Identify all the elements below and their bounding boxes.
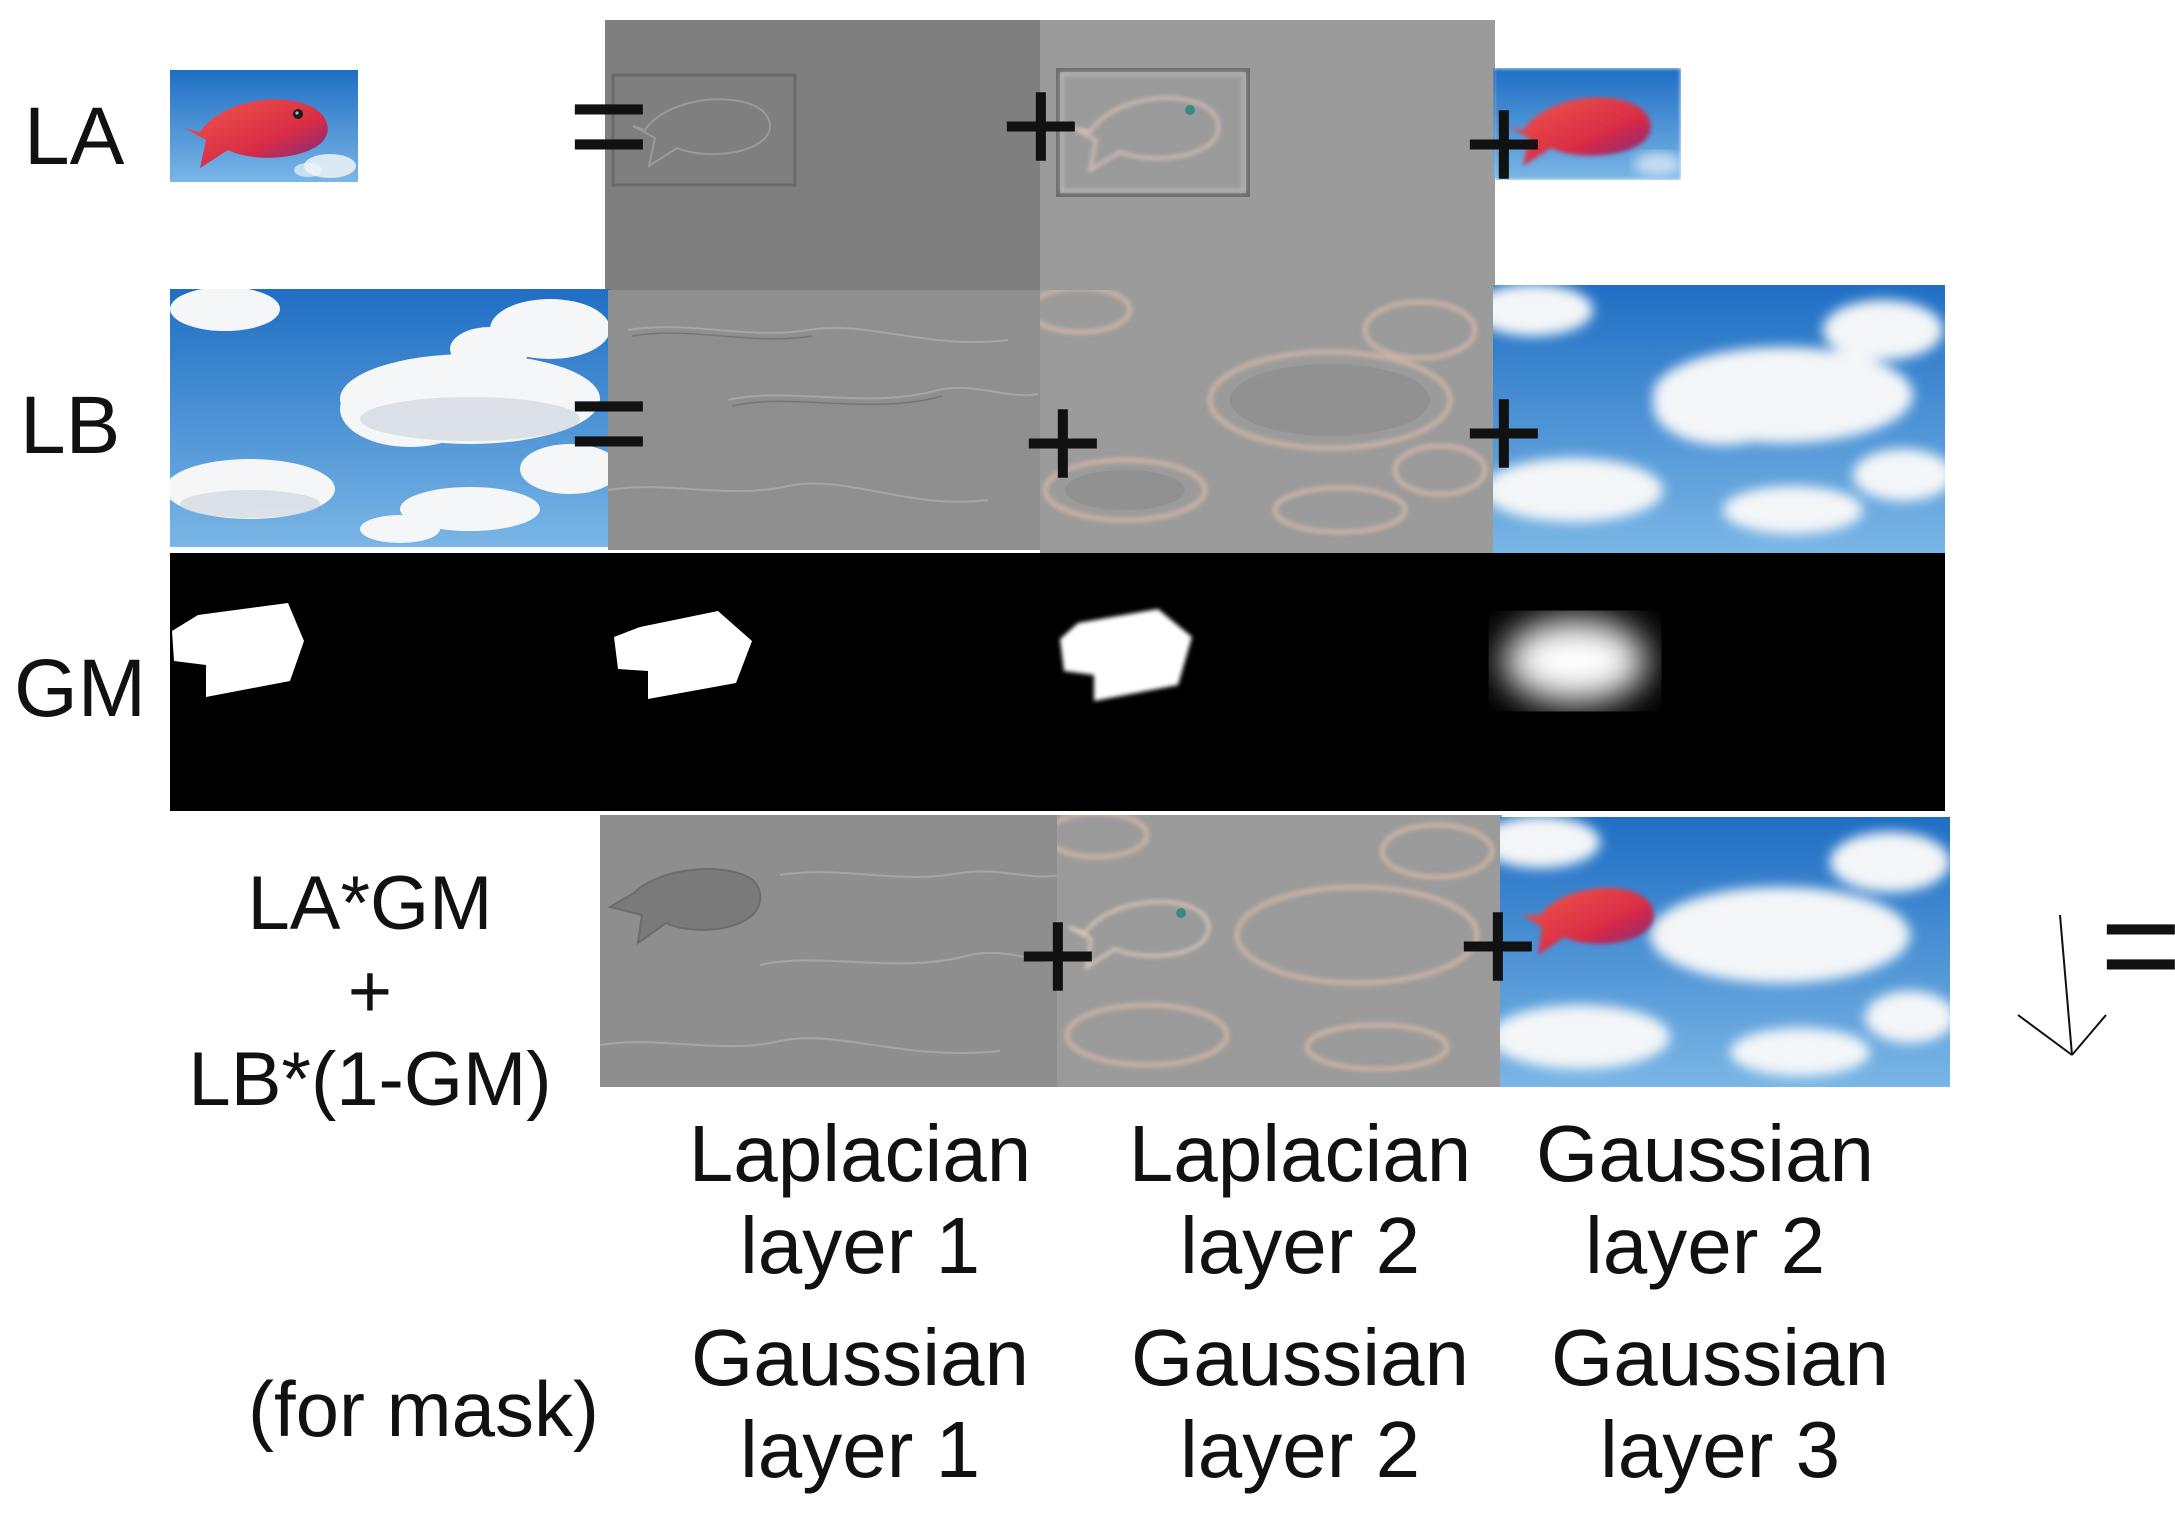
mask-shape — [614, 611, 752, 699]
caption-line: layer 2 — [1584, 1201, 1826, 1290]
plus-sign: + — [1463, 353, 1545, 510]
plus-sign: + — [1022, 363, 1104, 520]
la-gaussian-2 — [1493, 68, 1681, 180]
caption-line: Gaussian — [1131, 1313, 1469, 1402]
row-label-la: LA — [24, 91, 125, 182]
row-label-lb: LB — [20, 380, 121, 471]
caption-line: Gaussian — [691, 1313, 1029, 1402]
mask-note: (for mask) — [248, 1365, 599, 1453]
mask-shape — [1503, 619, 1647, 703]
blend-laplacian-2 — [1057, 815, 1502, 1087]
caption-line: layer 1 — [739, 1405, 981, 1494]
caption-gaussian-layer-2: Gaussian layer 2 — [1500, 1108, 1910, 1292]
plus-sign: + — [1463, 64, 1545, 221]
caption-line: layer 2 — [1179, 1201, 1421, 1290]
equals-sign: = — [2100, 866, 2175, 1023]
plus-sign: + — [1457, 866, 1539, 1023]
caption-gaussian-layer-3: Gaussian layer 3 — [1515, 1312, 1925, 1496]
down-arrow-icon — [2017, 914, 2107, 1056]
row-label-gm: GM — [14, 643, 147, 734]
la-laplacian-2 — [1040, 20, 1495, 292]
caption-line: Gaussian — [1551, 1313, 1889, 1402]
caption-line: Laplacian — [1128, 1109, 1472, 1198]
formula-line-2: + — [347, 949, 393, 1034]
formula-line-3: LB*(1-GM) — [188, 1037, 552, 1122]
la-original-image — [170, 70, 358, 182]
caption-line: Gaussian — [1536, 1109, 1874, 1198]
caption-gaussian-layer-1: Gaussian layer 1 — [655, 1312, 1065, 1496]
blend-formula: LA*GM + LB*(1-GM) — [160, 860, 580, 1124]
caption-gaussian-layer-2-lower: Gaussian layer 2 — [1095, 1312, 1505, 1496]
caption-line: layer 1 — [739, 1201, 981, 1290]
caption-line: layer 2 — [1179, 1405, 1421, 1494]
lb-laplacian-2 — [1040, 290, 1495, 554]
formula-line-1: LA*GM — [247, 861, 493, 946]
caption-line: layer 3 — [1599, 1405, 1841, 1494]
plus-sign: + — [1017, 876, 1099, 1033]
plus-sign: + — [1000, 46, 1082, 203]
blend-laplacian-1 — [600, 815, 1060, 1087]
caption-laplacian-layer-1: Laplacian layer 1 — [655, 1108, 1065, 1292]
lb-original-image — [170, 289, 610, 547]
caption-line: Laplacian — [688, 1109, 1032, 1198]
caption-laplacian-layer-2: Laplacian layer 2 — [1095, 1108, 1505, 1292]
la-laplacian-1 — [605, 20, 1043, 292]
mask-shape — [172, 603, 304, 697]
blend-gaussian-3 — [1500, 817, 1950, 1087]
equals-sign: = — [568, 343, 650, 500]
lb-gaussian-2 — [1493, 285, 1945, 553]
mask-shape — [1060, 609, 1192, 701]
gm-mask-band — [170, 553, 1945, 811]
lb-laplacian-1 — [608, 290, 1043, 550]
equals-sign: = — [568, 46, 650, 203]
